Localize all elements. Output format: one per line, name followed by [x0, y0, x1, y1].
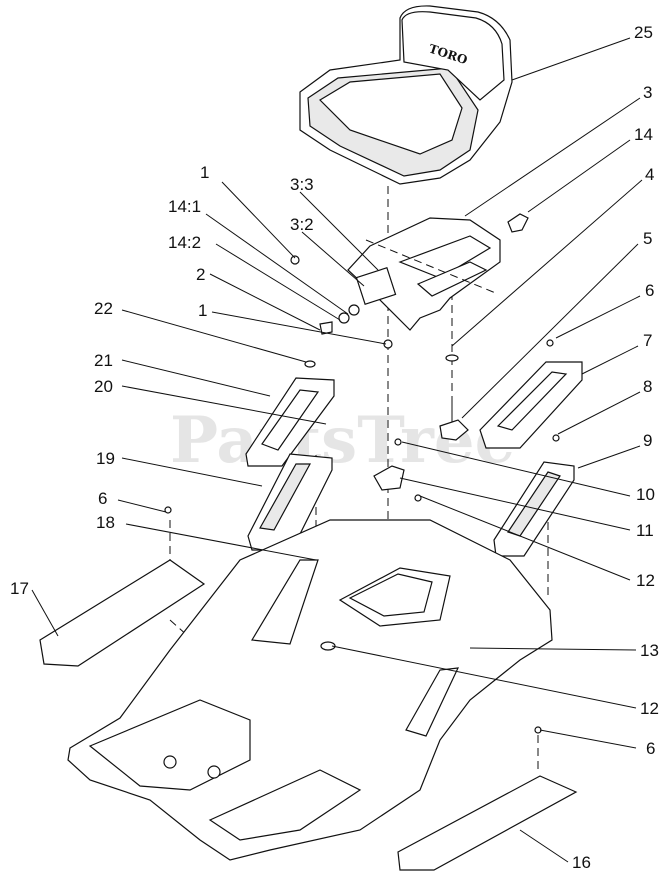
seat: TORO	[299, 5, 513, 185]
seat-adjust-knob	[439, 354, 469, 441]
callout-22: 22	[94, 299, 113, 318]
callout-21: 21	[94, 351, 113, 370]
callout-16: 16	[572, 853, 591, 872]
seat-bracket	[347, 217, 501, 331]
callout-14-1: 14:1	[168, 197, 201, 216]
callout-12b: 12	[640, 699, 659, 718]
callout-6b: 6	[646, 739, 655, 758]
callout-1b: 1	[198, 301, 207, 320]
fender-frame	[67, 519, 553, 861]
slide-plate-right	[479, 339, 583, 449]
pivot-bracket	[373, 438, 422, 502]
slide-plate-left	[245, 360, 335, 467]
callout-1: 1	[200, 163, 209, 182]
seat-spring-right	[493, 434, 575, 557]
leader-lines	[31, 37, 643, 863]
callout-5: 5	[643, 229, 652, 248]
callout-10: 10	[636, 485, 655, 504]
floor-mat-left	[39, 506, 206, 667]
callout-17: 17	[10, 579, 29, 598]
callout-14: 14	[634, 125, 653, 144]
callout-14-2: 14:2	[168, 233, 201, 252]
callout-4: 4	[645, 165, 654, 184]
callout-3: 3	[643, 83, 652, 102]
callout-20: 20	[94, 377, 113, 396]
callout-6c: 6	[98, 489, 107, 508]
callout-13: 13	[640, 641, 659, 660]
callout-11: 11	[636, 521, 654, 540]
callout-18: 18	[96, 513, 115, 532]
callout-3-2: 3:2	[290, 215, 314, 234]
callout-19: 19	[96, 449, 115, 468]
callout-8: 8	[643, 377, 652, 396]
watermark: PartsTree	[170, 403, 515, 478]
callout-3-3: 3:3	[290, 175, 314, 194]
callout-25: 25	[634, 23, 653, 42]
callout-7: 7	[643, 331, 652, 350]
callout-12: 12	[636, 571, 655, 590]
callout-9: 9	[643, 431, 652, 450]
callout-2: 2	[196, 265, 205, 284]
callout-6: 6	[645, 281, 654, 300]
seat-spring-left	[247, 453, 333, 551]
callout-labels: 25 3 14 4 5 6 7 8 9 10 11 12 13 12 6 16 …	[10, 23, 659, 872]
